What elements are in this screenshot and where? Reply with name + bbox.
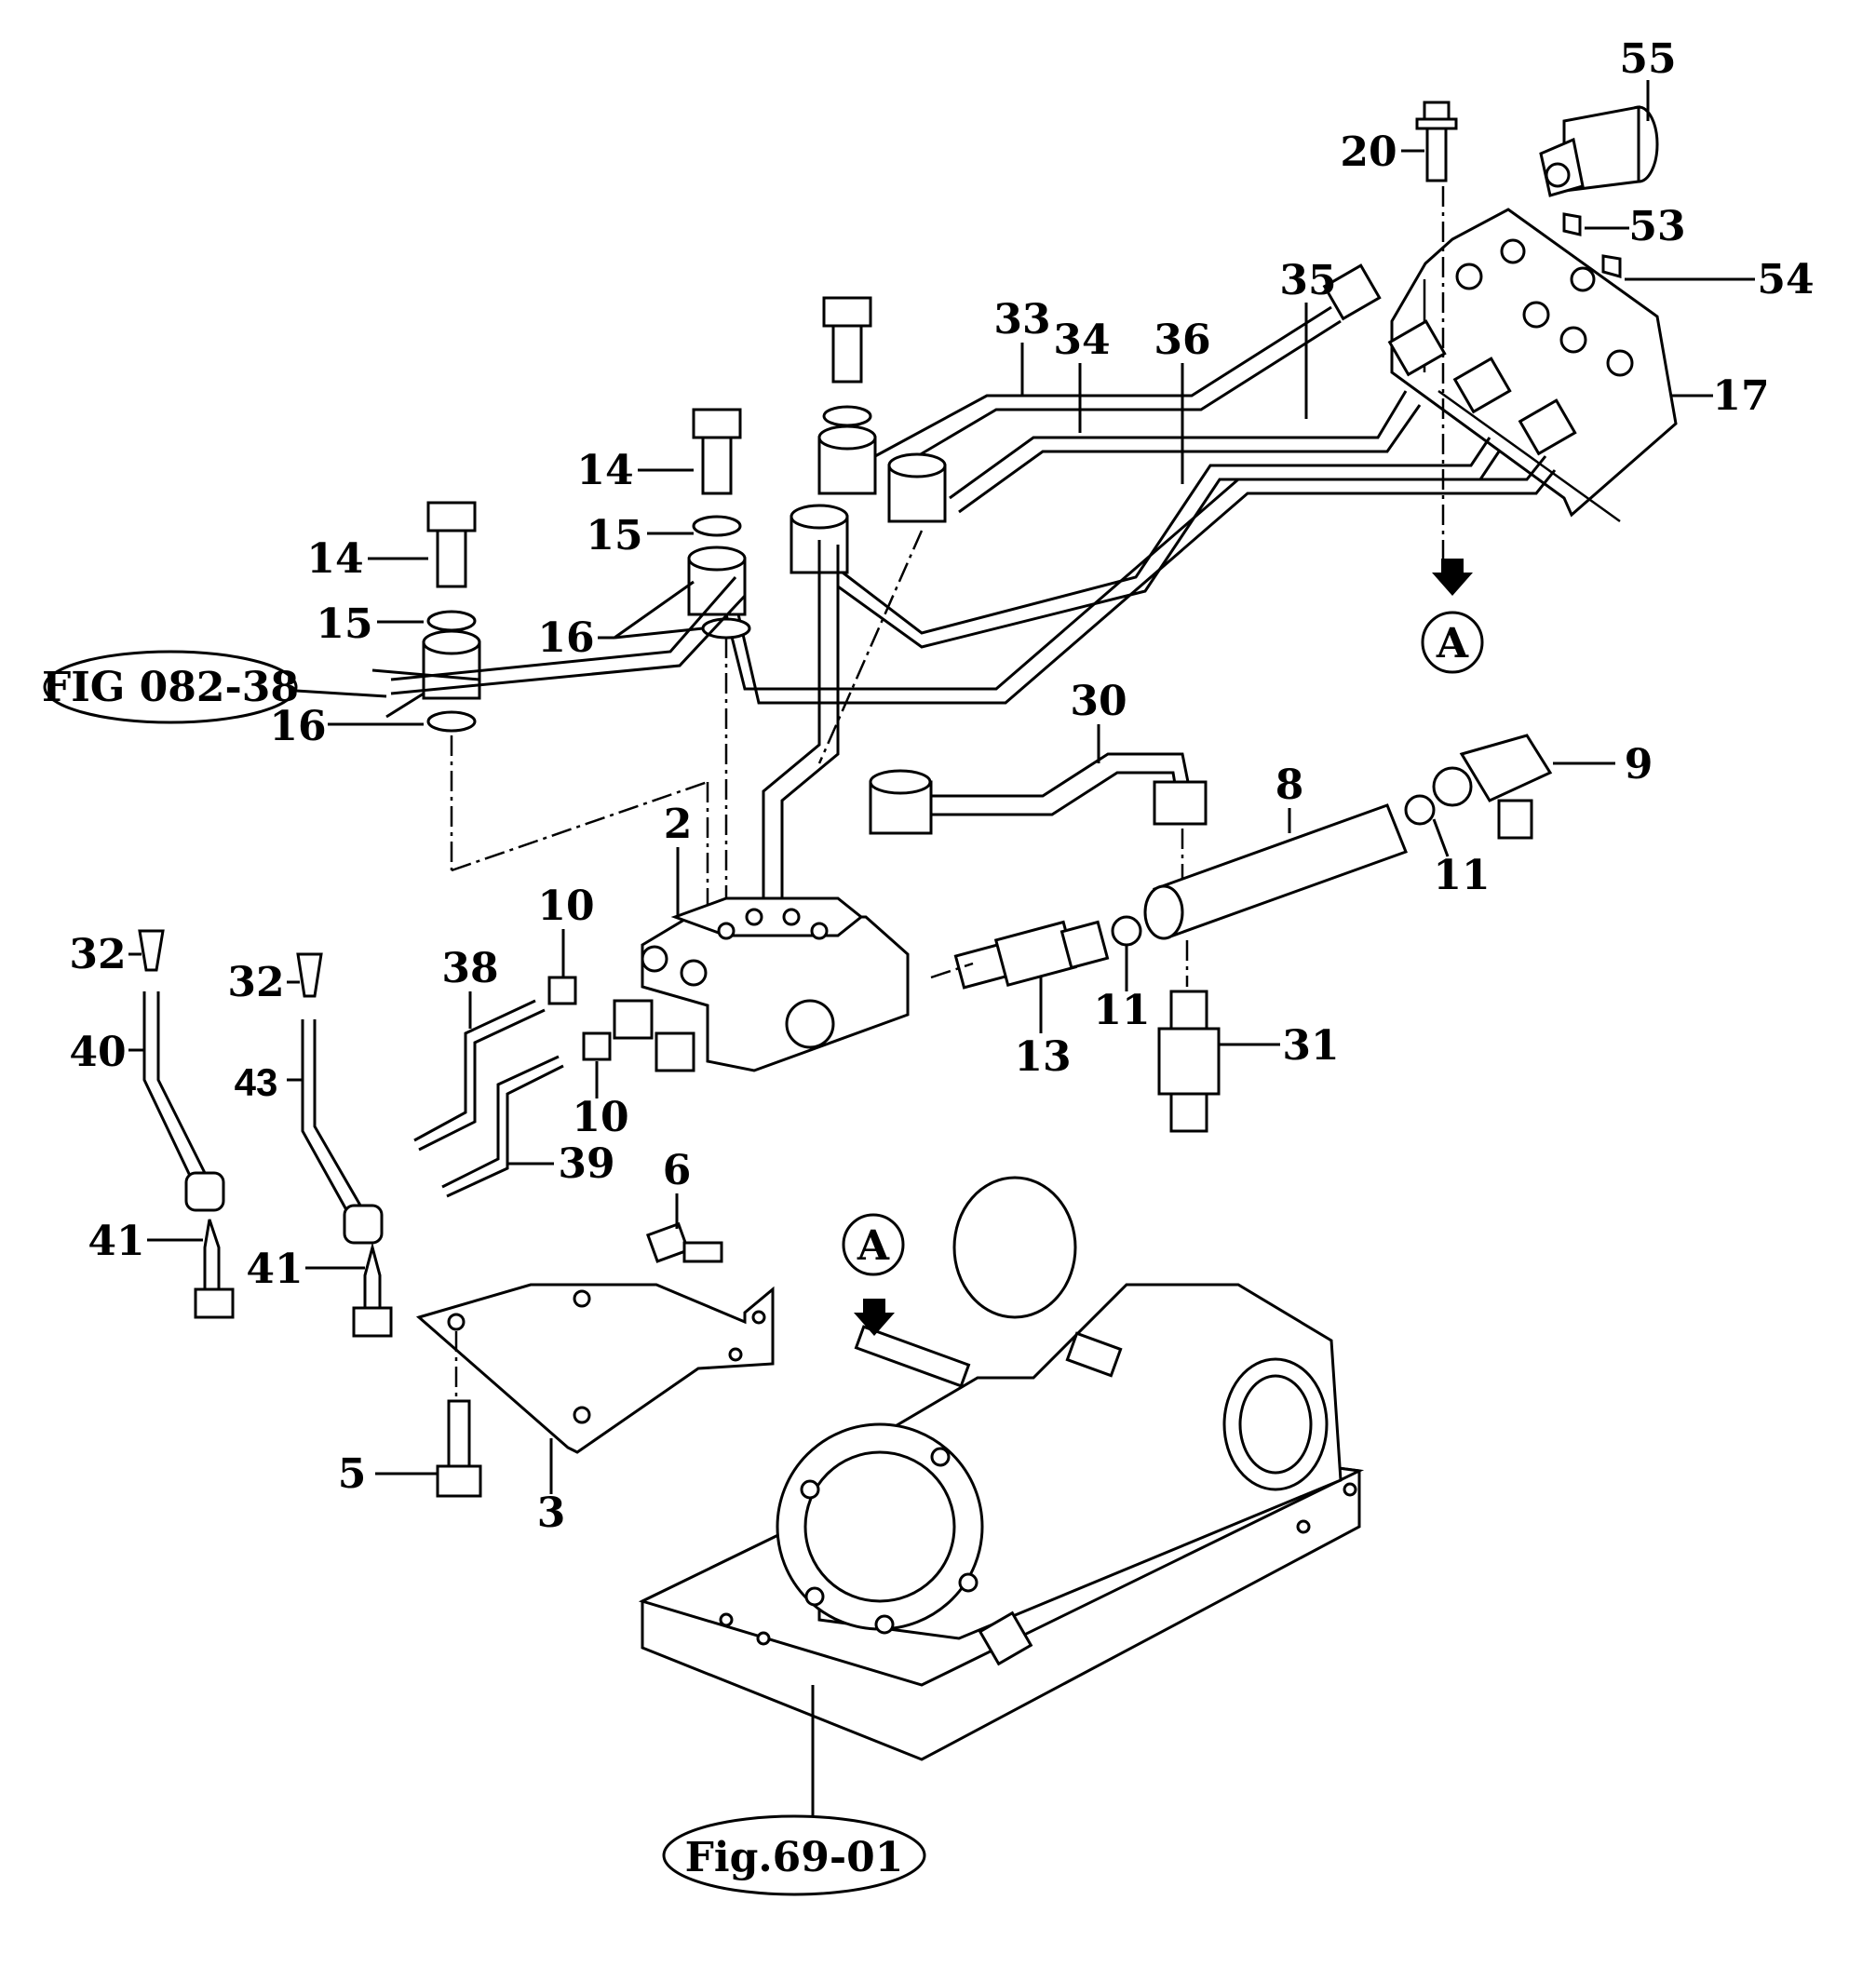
callout-14-lower: 14 [306,535,363,583]
callout-54: 54 [1757,256,1814,303]
bolt-41b [352,1242,393,1338]
callout-40: 40 [69,1029,126,1076]
nut-10b [582,1031,612,1061]
hose-8 [1143,803,1408,940]
bolt-20 [1415,101,1458,182]
callout-3: 3 [537,1489,566,1537]
callout-39: 39 [558,1140,614,1188]
seal-53 [1562,212,1582,236]
nut-10a [547,976,577,1005]
view-marker-a-bottom: A [842,1213,905,1336]
callout-5: 5 [338,1450,367,1498]
seal-54 [1601,254,1622,278]
callout-10-lower: 10 [572,1094,628,1141]
elbow-9 [1432,734,1553,840]
ref-fig-69-01[interactable]: Fig.69-01 [662,1685,926,1896]
callout-32-right: 32 [227,959,284,1006]
callout-15-upper: 15 [586,512,642,559]
clamp-11b [1111,915,1142,947]
callout-55: 55 [1619,35,1676,83]
bolt-5 [436,1399,482,1498]
callout-53: 53 [1628,203,1685,250]
ref-fig-69-01-label[interactable]: Fig.69-01 [685,1834,904,1881]
callout-36: 36 [1154,317,1210,364]
callout-35: 35 [1279,257,1336,304]
callout-20: 20 [1340,128,1397,176]
callout-15-lower: 15 [316,600,372,648]
callout-13: 13 [1014,1033,1071,1081]
callout-16-lower: 16 [269,703,326,750]
lever-43 [296,952,384,1245]
rod-38 [413,999,536,1142]
callouts: 55 20 53 54 35 33 34 36 17 14 15 16 14 1… [69,35,1814,1537]
manifold-bracket-17 [1390,208,1678,523]
callout-41-right: 41 [246,1246,303,1293]
coupler-55 [1539,105,1659,197]
callout-6: 6 [663,1147,692,1194]
callout-14-upper: 14 [576,447,633,494]
callout-2: 2 [664,801,693,848]
bolt-6 [645,1221,723,1263]
callout-11-left: 11 [1093,987,1150,1034]
o-rings [426,405,872,733]
valve-feed-pipes [371,540,840,931]
callout-32-left: 32 [69,931,126,978]
callout-11-right: 11 [1433,852,1490,899]
callout-43: 43 [235,1060,278,1104]
callout-38: 38 [441,945,498,992]
view-marker-a-top: A [1421,559,1484,674]
bolt-41a [194,1219,235,1319]
view-marker-a-label-2: A [857,1222,890,1270]
callout-41-left: 41 [88,1218,144,1265]
fitting-13 [953,920,1110,990]
rod-39 [441,1055,560,1189]
callout-33: 33 [993,296,1050,344]
nut-30 [1153,780,1208,826]
callout-16-upper: 16 [537,614,594,662]
adapter-31 [1157,940,1221,1133]
clamp-11a [1404,794,1436,826]
callout-30: 30 [1070,678,1127,725]
callout-9: 9 [1625,741,1653,788]
callout-17: 17 [1712,372,1769,420]
ref-fig-082-38[interactable]: FIG 082-38 [42,650,387,724]
callout-34: 34 [1053,317,1110,364]
ref-fig-082-38-label[interactable]: FIG 082-38 [42,664,299,711]
lever-40 [138,929,225,1212]
pipe-30 [931,752,1194,802]
plate-3 [415,1283,775,1454]
callout-10-upper: 10 [537,883,594,930]
pipes-33-36 [715,263,1577,705]
callout-8: 8 [1275,761,1304,809]
banjo-bolts-14 [426,296,872,588]
control-valve-2 [613,896,910,1072]
view-marker-a-label: A [1436,620,1469,667]
callout-31: 31 [1282,1022,1339,1070]
transmission-housing [638,1176,1365,1761]
